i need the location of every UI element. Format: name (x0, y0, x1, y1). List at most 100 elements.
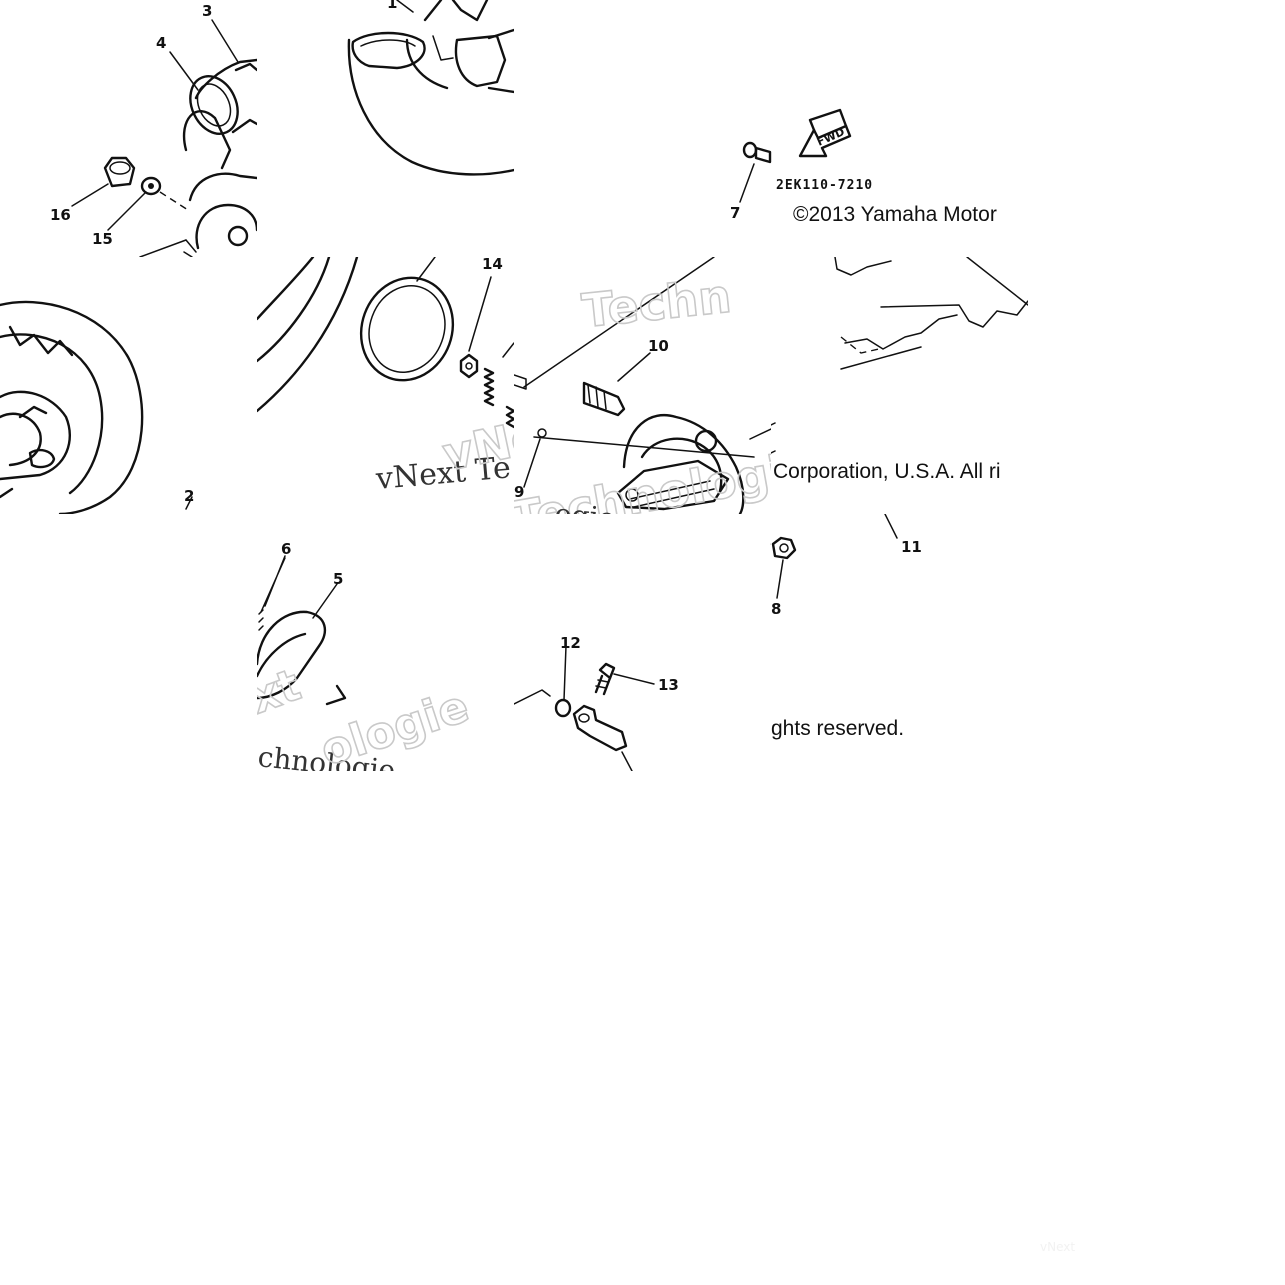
brake-plate-lever-arm (616, 459, 730, 511)
nut-8-hole (779, 543, 789, 553)
brake-plate-pivot (625, 488, 639, 502)
tire-arc-3 (257, 257, 331, 363)
wheel-boss (28, 448, 56, 469)
callout-11: 11 (901, 538, 922, 556)
callout-13: 13 (658, 676, 679, 694)
copyright-line-1: ©2013 Yamaha Motor (793, 203, 997, 226)
tile-tire-top: 1 (257, 0, 514, 257)
fwd-arrow-top (808, 108, 848, 132)
drum-edge (183, 239, 197, 257)
frame-bracket-line (880, 300, 1028, 328)
callout-8: 8 (771, 600, 782, 618)
fwd-area-drawing: FWD (739, 108, 852, 203)
washer-15-hole (148, 183, 154, 189)
tire-valve-area (432, 35, 454, 61)
leader-5 (312, 583, 338, 619)
tile-brake-plate: 10 9 Techn Technologies ogies (514, 257, 771, 514)
leader-14 (468, 276, 492, 352)
brake-plate-lever-slot (629, 480, 715, 508)
leader-11 (884, 514, 898, 539)
bolt-7-shank (754, 146, 772, 164)
leader-16 (71, 183, 109, 207)
wheel-side-drawing (0, 300, 193, 514)
spring-b (505, 405, 514, 429)
bolt-13-shank (594, 674, 612, 696)
leader-3 (211, 19, 239, 63)
frame-outline-drawing (771, 257, 1028, 454)
tile-wheel-side: 2 (0, 257, 257, 514)
wheel-tire-outline (0, 300, 144, 514)
frame-top-edge (834, 257, 892, 276)
tile-fwd-label: FWD 7 2EK110-7210 ©2013 Yamaha Motor (514, 0, 1028, 257)
shoe-base-line (325, 684, 347, 706)
washer-12 (554, 698, 572, 718)
brake-lever-tail (621, 751, 633, 771)
nut-14 (459, 353, 479, 379)
tire-arc-2 (257, 257, 359, 413)
brake-plate-boss (694, 429, 718, 453)
brake-shoe-5-lining (257, 632, 307, 678)
tire-spokes-top (423, 0, 489, 22)
spring-a (483, 367, 495, 407)
bearing-ring-inner (196, 83, 232, 127)
tile-brake-shoe: 6 5 xt chnologie ologie (257, 514, 514, 771)
tire-window-a (454, 34, 507, 88)
centerline-bottom (533, 436, 755, 458)
watermark-brand: vNext (1040, 1240, 1075, 1254)
callout-12: 12 (560, 634, 581, 652)
tile-frame-outline: Corporation, U.S.A. All ri (771, 257, 1028, 514)
axle-centerline-a (159, 191, 189, 211)
callout-4: 4 (156, 34, 167, 52)
tire-sidewall (347, 38, 514, 176)
callout-3: 3 (202, 2, 213, 20)
drum-back (188, 172, 257, 202)
tire-rim-lines (487, 28, 514, 94)
drum-center-boss (227, 225, 249, 247)
brake-rod-end (514, 689, 551, 705)
copyright-line-2: Corporation, U.S.A. All ri (773, 460, 1001, 483)
nut-8-drawing (771, 514, 898, 599)
hub-assembly-drawing (71, 19, 257, 257)
leader-13 (613, 673, 655, 685)
wheel-hub-ring (0, 390, 71, 481)
nut-16 (103, 156, 136, 188)
leader-12 (563, 645, 567, 701)
tire-opening (351, 31, 426, 70)
centerline-top (523, 257, 715, 388)
tire-arc-1 (257, 257, 315, 321)
brake-lever-drawing (514, 543, 771, 771)
nut-8-body (771, 536, 797, 560)
callout-15: 15 (92, 230, 113, 248)
fwd-arrow: FWD (798, 108, 852, 158)
frame-diagonal (966, 257, 1028, 306)
seal-ring (359, 276, 455, 382)
seal-ring-outer (359, 276, 455, 382)
nut-16-hole (109, 161, 131, 175)
drum-face (195, 203, 257, 250)
brake-shoe-5 (257, 610, 327, 700)
bracket-left (514, 374, 527, 390)
camshaft-10 (582, 381, 626, 417)
callout-1: 1 (387, 0, 398, 12)
callout-7: 7 (730, 204, 741, 222)
leader-7 (739, 163, 755, 203)
fwd-arrow-outline (798, 124, 852, 158)
part-code: 2EK110-7210 (776, 178, 874, 193)
frame-dash (840, 336, 880, 354)
leader-6-upper (502, 342, 514, 358)
tile-brake-lever: 12 13 (514, 514, 771, 771)
leader-9 (523, 438, 541, 488)
leader-8 (776, 559, 784, 599)
axle-centerline-b (749, 428, 771, 440)
hub-ribs (231, 62, 257, 134)
brake-plate-drawing (514, 257, 771, 514)
leader-seal-ring (416, 257, 436, 282)
tire-opening-lip (360, 39, 416, 47)
callout-14: 14 (482, 257, 503, 273)
bolt-13-thread (595, 679, 609, 689)
washer-15 (140, 176, 162, 196)
bolt-13-head (598, 662, 616, 680)
bolt-7-head (742, 141, 758, 159)
leader-10 (617, 352, 651, 382)
